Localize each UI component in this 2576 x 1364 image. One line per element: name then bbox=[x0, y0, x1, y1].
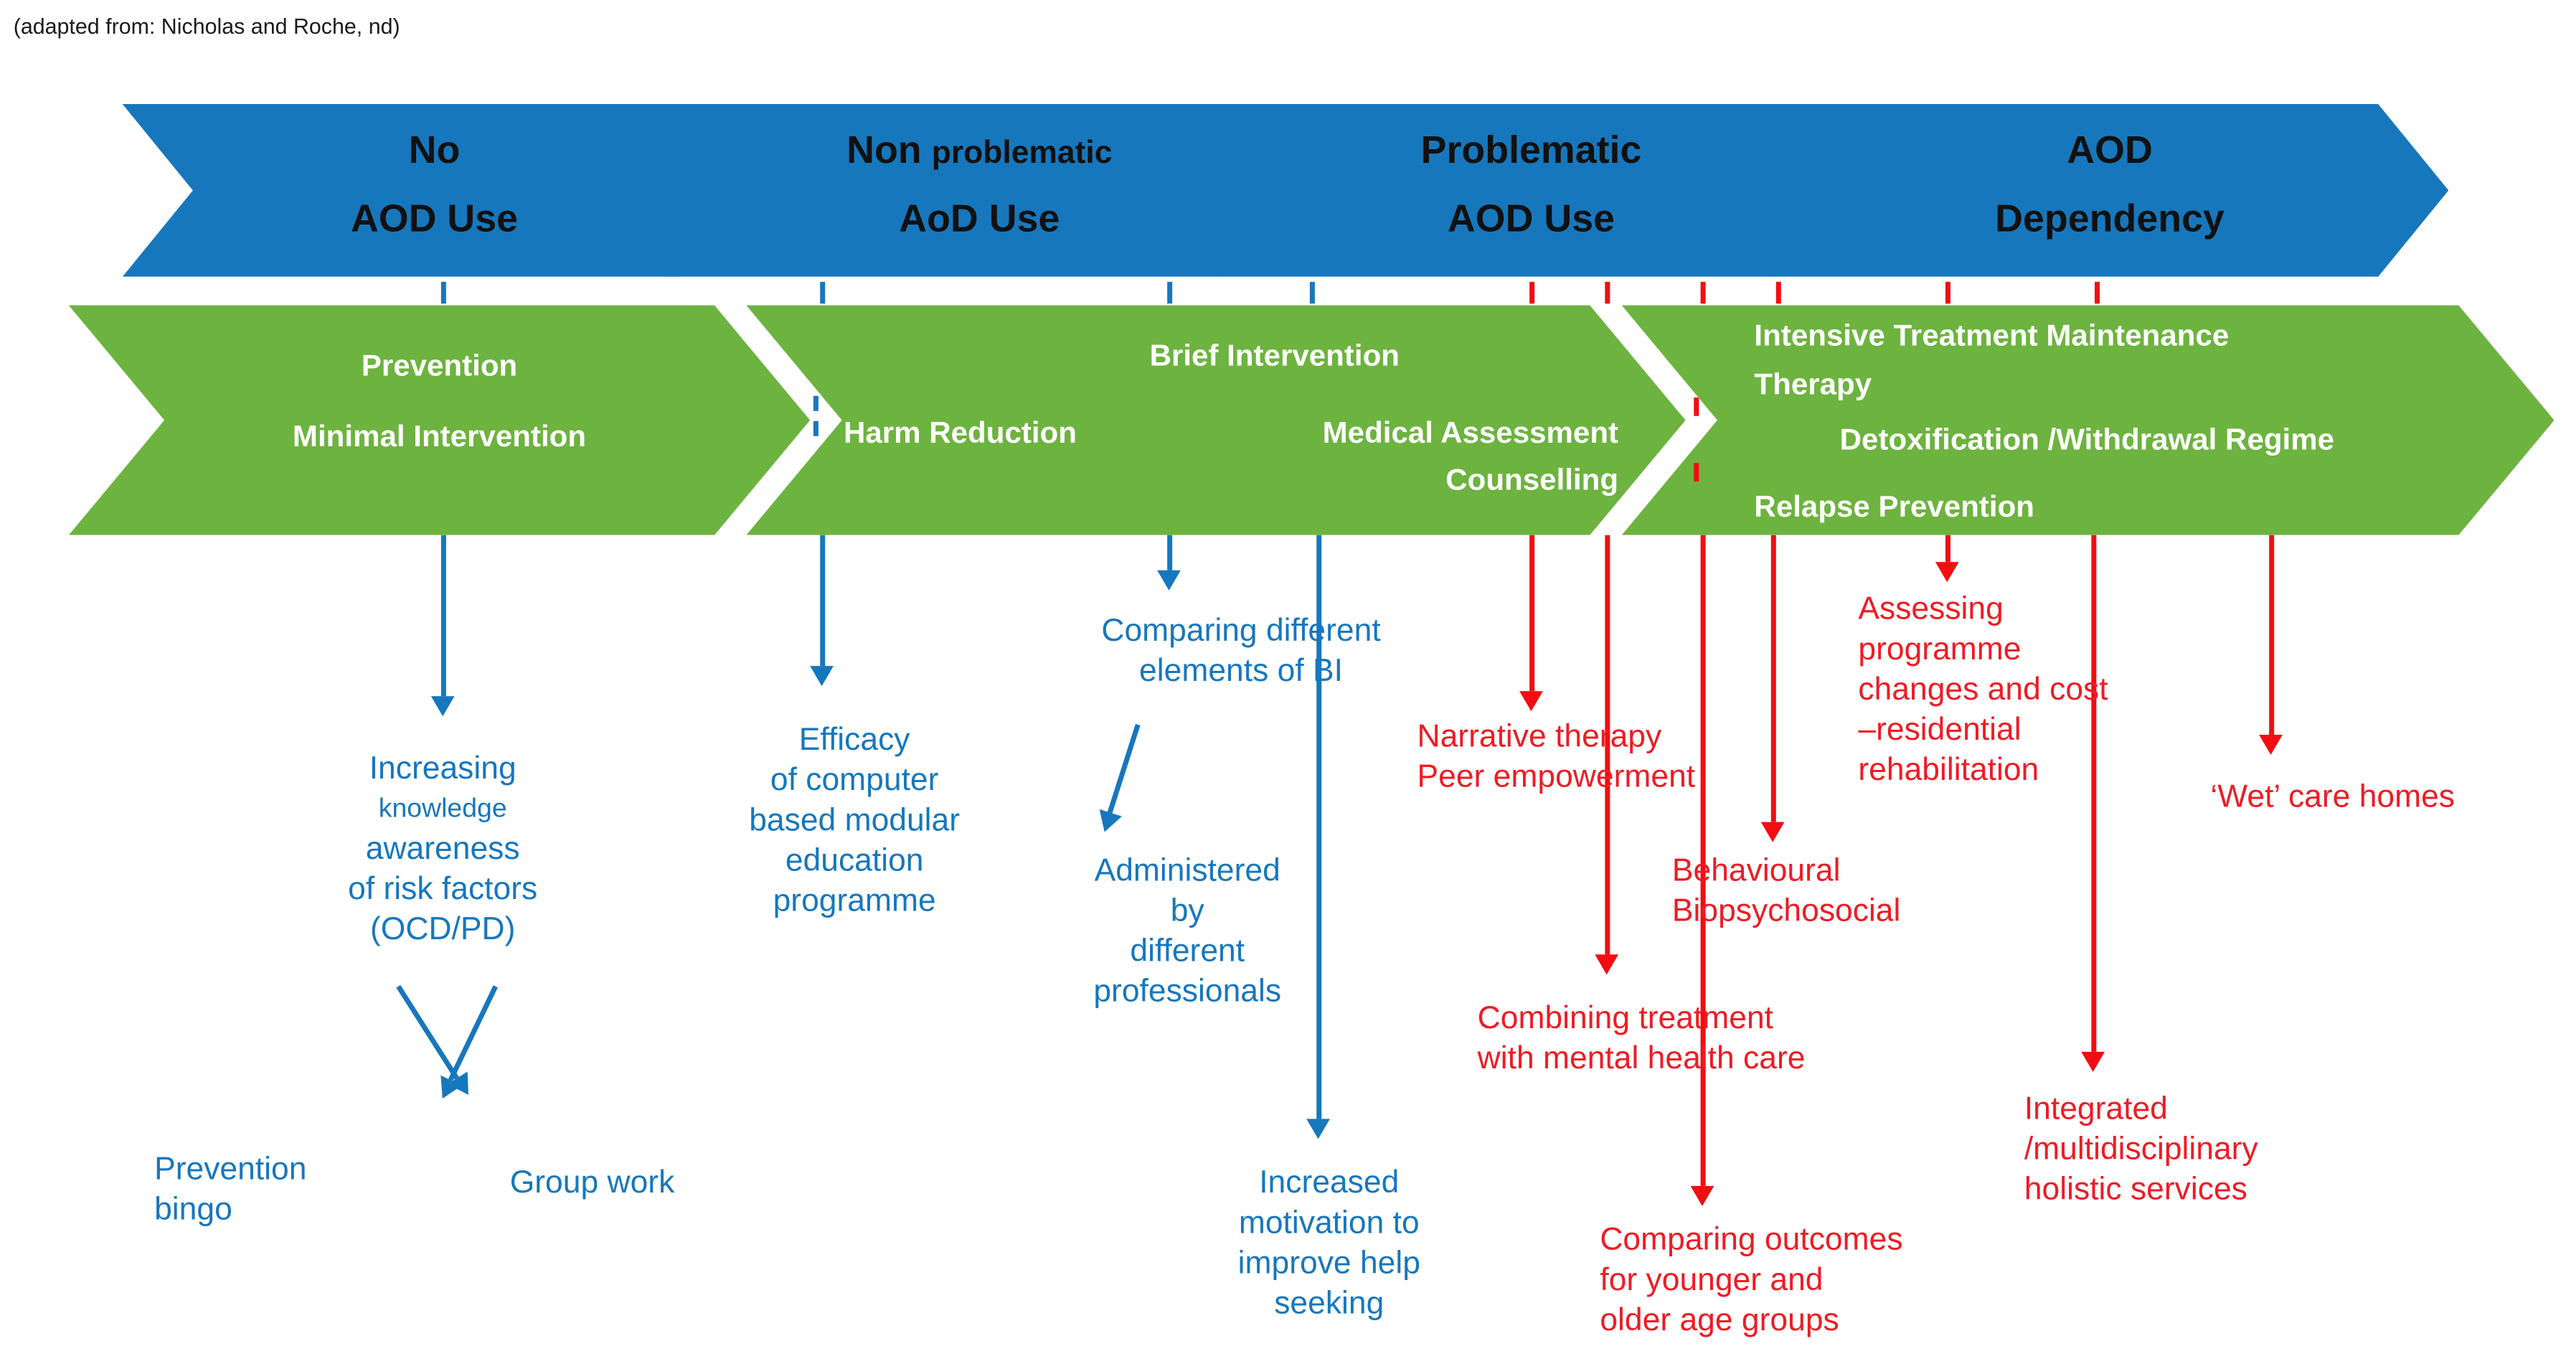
connector-tick-red bbox=[1605, 281, 1610, 304]
connector-tick-red bbox=[2095, 281, 2100, 304]
connector-tick-red bbox=[1529, 281, 1535, 304]
note-behavioural-biopsychosocial: Behavioural Biopsychosocial bbox=[1671, 853, 1901, 930]
arrow-to-integrated-services bbox=[2090, 535, 2096, 1052]
note-combining-treatment: Combining treatment with mental health c… bbox=[1477, 1001, 1806, 1077]
arrow-to-assessing-programme bbox=[1944, 535, 1950, 563]
arrow-comparing-elements-to-administered bbox=[1106, 723, 1140, 814]
arrow-counselling-to-increased-motivation bbox=[1316, 535, 1321, 1119]
note-comparing-elements-bi: Comparing different elements of BI bbox=[1101, 613, 1381, 690]
note-narrative-therapy: Narrative therapy Peer empowerment bbox=[1417, 719, 1696, 796]
note-increased-motivation: Increased motivation to improve help see… bbox=[1237, 1165, 1420, 1322]
intervention-label: Relapse Prevention bbox=[1754, 489, 2035, 524]
note-line: Increasing bbox=[369, 751, 516, 787]
stage-chevron-no-aod-use: No AOD Use bbox=[123, 104, 747, 277]
intervention-label: Brief Intervention bbox=[1149, 339, 1400, 373]
connector-fragment-red bbox=[1694, 463, 1699, 481]
intervention-chevron-intensive-treatment: Intensive Treatment Maintenance Therapy … bbox=[1622, 305, 2554, 535]
connector-tick-red bbox=[1775, 281, 1781, 304]
arrow-to-behavioural bbox=[1770, 535, 1775, 822]
stage-chevron-problematic: Problematic AOD Use bbox=[1219, 104, 1844, 277]
note-increasing-knowledge: Increasing knowledge awareness of risk f… bbox=[258, 750, 627, 951]
intervention-label: Harm Reduction bbox=[843, 415, 1077, 450]
connector-fragment-blue bbox=[813, 420, 818, 436]
arrow-harm-reduction-to-efficacy bbox=[819, 535, 825, 667]
arrow-to-comparing-outcomes bbox=[1699, 535, 1705, 1186]
stage-chevron-dependency: AOD Dependency bbox=[1771, 104, 2449, 277]
stage-label: No bbox=[408, 127, 461, 171]
note-line: awareness of risk factors (OCD/PD) bbox=[348, 832, 538, 948]
note-wet-care-homes: ‘Wet’ care homes bbox=[2210, 780, 2455, 816]
connector-fragment-blue bbox=[813, 395, 818, 411]
intervention-label: Intensive Treatment Maintenance Therapy bbox=[1754, 319, 2230, 401]
note-comparing-outcomes: Comparing outcomes for younger and older… bbox=[1600, 1223, 1903, 1339]
intervention-label: Detoxification /Withdrawal Regime bbox=[1839, 423, 2335, 456]
intervention-chevron-prevention: Prevention Minimal Intervention bbox=[69, 305, 810, 535]
connector-fragment-red bbox=[1694, 398, 1699, 416]
stage-label: AOD Use bbox=[1447, 196, 1615, 240]
intervention-label: Counselling bbox=[1445, 463, 1619, 497]
connector-tick-blue bbox=[820, 281, 826, 304]
stage-label: AoD Use bbox=[899, 196, 1060, 240]
note-group-work: Group work bbox=[509, 1165, 675, 1201]
note-line: knowledge bbox=[378, 795, 507, 824]
arrow-prevention-to-increasing-knowledge bbox=[440, 535, 445, 697]
intervention-label: Prevention bbox=[361, 349, 518, 383]
arrow-knowledge-to-prevention-bingo bbox=[395, 984, 458, 1080]
arrow-to-combining-treatment bbox=[1604, 535, 1610, 955]
stage-label: AOD bbox=[2067, 127, 2153, 171]
intervention-chevron-brief-intervention: Brief Intervention Harm Reduction Medica… bbox=[746, 305, 1685, 535]
stage-label: Problematic bbox=[1420, 127, 1642, 171]
note-assessing-programme: Assessing programme changes and cost –re… bbox=[1858, 592, 2108, 789]
connector-tick-red bbox=[1945, 281, 1950, 304]
note-efficacy-programme: Efficacy of computer based modular educa… bbox=[749, 723, 961, 920]
connector-tick-red bbox=[1700, 281, 1706, 304]
connector-tick-blue bbox=[440, 281, 446, 304]
arrow-to-wet-care-homes bbox=[2268, 535, 2274, 735]
connector-tick-blue bbox=[1167, 281, 1173, 304]
stage-label: AOD Use bbox=[350, 196, 519, 240]
intervention-label: Medical Assessment bbox=[1322, 415, 1619, 450]
stage-label: Dependency bbox=[1995, 196, 2224, 240]
arrow-brief-intervention-to-comparing-elements bbox=[1166, 535, 1172, 570]
note-prevention-bingo: Prevention bingo bbox=[154, 1152, 307, 1228]
note-administered-professionals: Administered by different professionals bbox=[1093, 853, 1282, 1010]
note-integrated-services: Integrated /multidisciplinary holistic s… bbox=[2024, 1091, 2258, 1208]
arrow-to-narrative-therapy bbox=[1528, 535, 1534, 692]
attribution-note: (adapted from: Nicholas and Roche, nd) bbox=[13, 13, 400, 39]
intervention-label: Minimal Intervention bbox=[292, 419, 587, 453]
arrow-knowledge-to-group-work bbox=[447, 985, 497, 1081]
connector-tick-blue bbox=[1309, 281, 1315, 304]
